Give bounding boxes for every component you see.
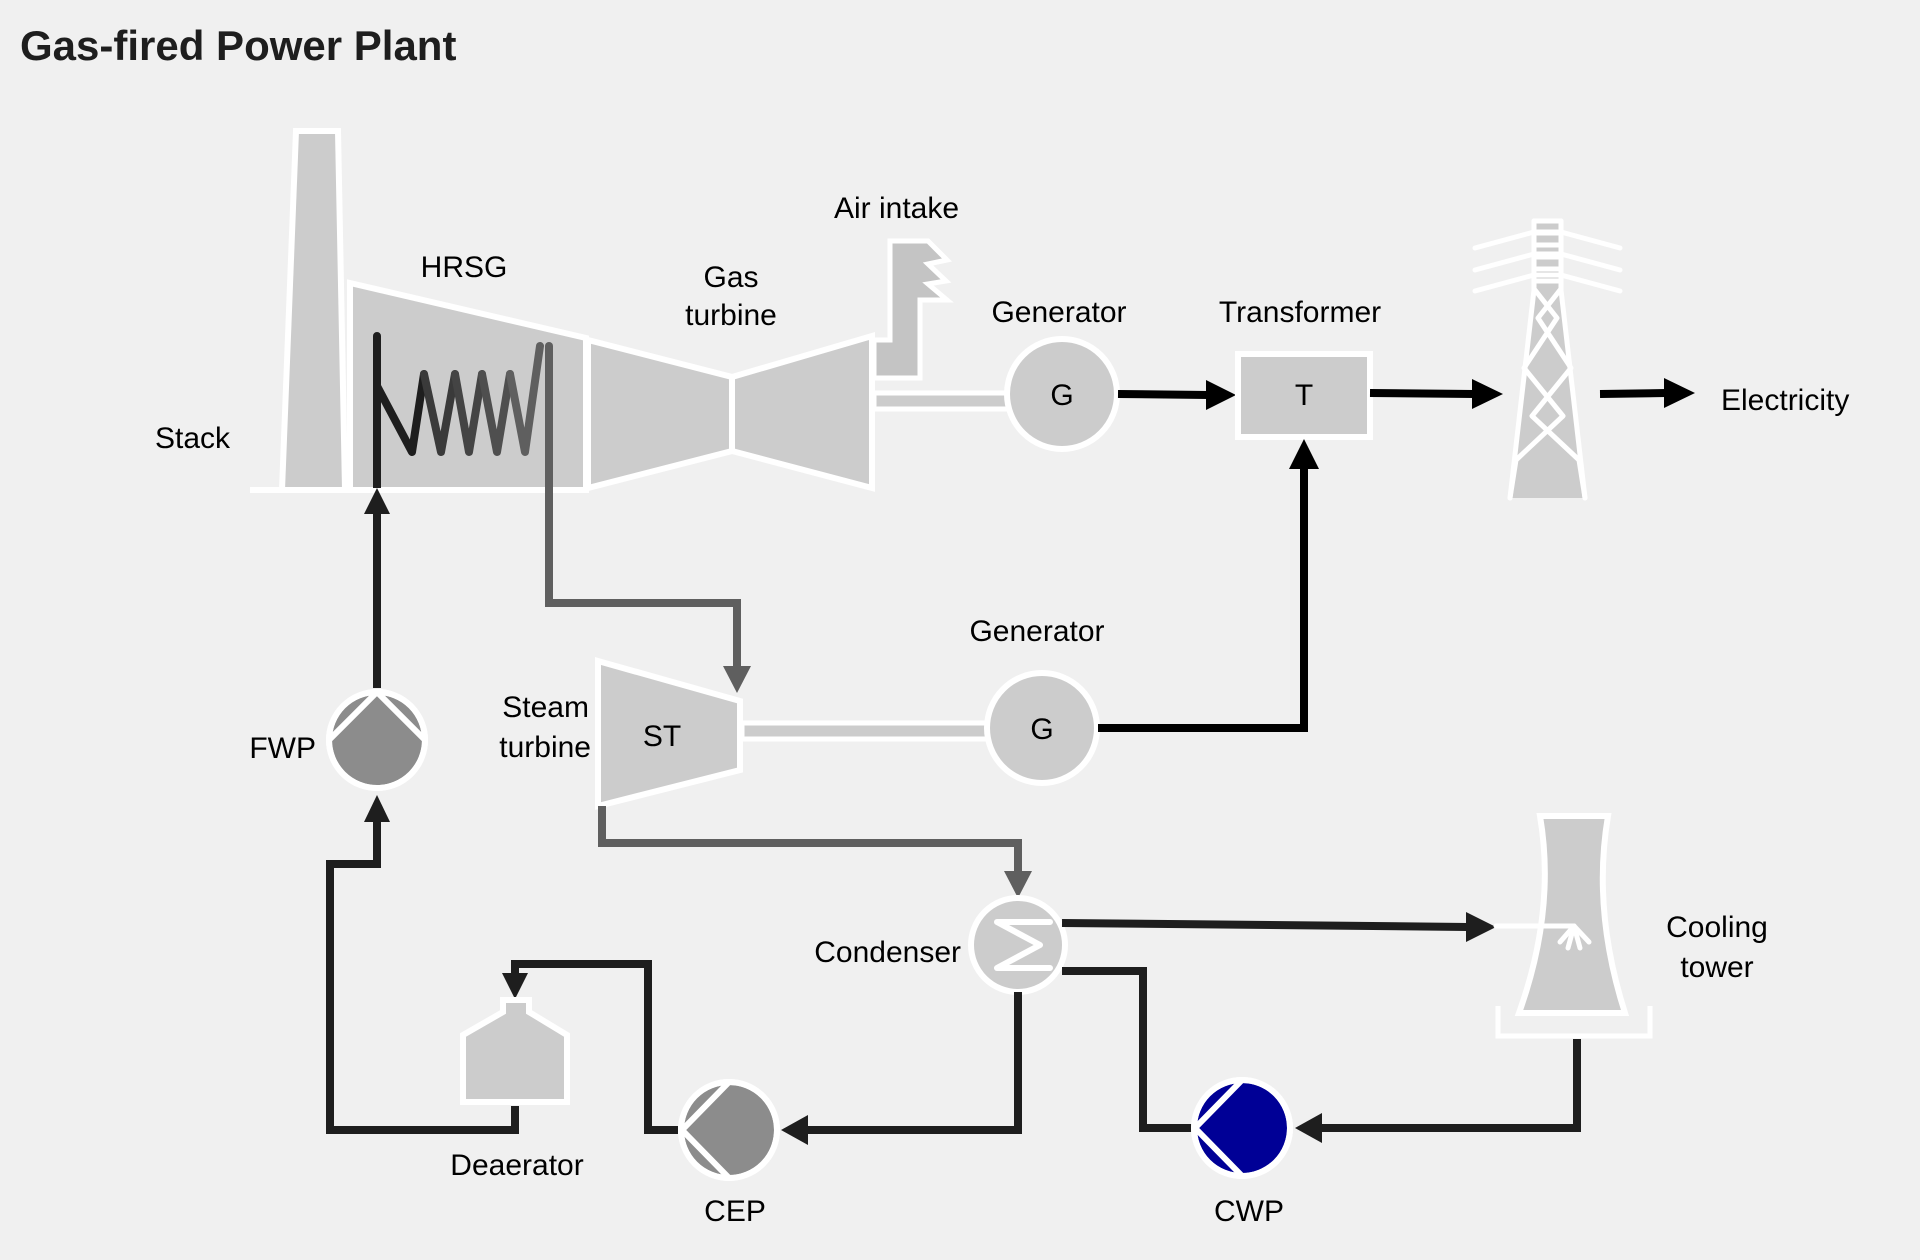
air-intake-label: Air intake	[834, 192, 959, 225]
electric-line-g1-to-transformer	[1117, 380, 1236, 410]
generator-top-label: Generator	[991, 296, 1126, 329]
cooling-tower-label-line2: tower	[1680, 951, 1753, 984]
stack	[250, 128, 350, 493]
condensate-extraction-pump	[678, 1079, 780, 1181]
water-line-condenser-to-cooling-tower	[1061, 912, 1496, 942]
electric-line-g2-to-transformer	[1098, 439, 1319, 732]
transformer: T	[1235, 351, 1373, 440]
electric-line-transformer-to-tower	[1369, 379, 1503, 409]
steam-line-st-to-condenser	[598, 806, 1032, 898]
feed-water-pump	[326, 689, 428, 791]
generator-top: G	[1004, 336, 1120, 452]
condenser-label: Condenser	[814, 936, 961, 969]
gas-turbine-label-line2: turbine	[685, 299, 777, 332]
generator-bottom-symbol: G	[1030, 713, 1053, 746]
stack-label: Stack	[155, 422, 231, 455]
water-line-cwp-to-condenser	[1062, 967, 1192, 1132]
transformer-label: Transformer	[1219, 296, 1381, 329]
water-line-condenser-to-cep	[781, 992, 1022, 1145]
electricity-label: Electricity	[1721, 384, 1849, 417]
cooling-tower-label-line1: Cooling	[1666, 911, 1768, 944]
generator-bottom-label: Generator	[969, 615, 1104, 648]
water-line-cooling-tower-to-cwp	[1295, 1039, 1581, 1143]
transmission-tower-icon	[1472, 218, 1623, 501]
gas-turbine	[585, 331, 875, 492]
steam-turbine-label-line2: turbine	[499, 731, 591, 764]
gas-turbine-shaft	[871, 390, 1013, 412]
steam-line-hrsg-to-st	[545, 346, 751, 693]
cep-label: CEP	[704, 1195, 766, 1228]
air-intake	[871, 238, 954, 381]
hrsg-label: HRSG	[421, 251, 508, 284]
steam-turbine-symbol: ST	[643, 720, 681, 753]
water-line-cep-to-deaerator	[502, 960, 678, 1134]
generator-bottom: G	[984, 670, 1100, 786]
page-title: Gas-fired Power Plant	[20, 22, 456, 69]
transformer-symbol: T	[1295, 379, 1313, 412]
steam-turbine-shaft	[739, 720, 991, 742]
steam-turbine: ST	[595, 657, 743, 810]
cwp-label: CWP	[1214, 1195, 1284, 1228]
deaerator	[460, 997, 570, 1105]
condenser	[968, 895, 1068, 995]
cooling-tower	[1493, 813, 1653, 1039]
generator-top-symbol: G	[1050, 379, 1073, 412]
deaerator-label: Deaerator	[450, 1149, 583, 1182]
fwp-label: FWP	[249, 732, 316, 765]
cooling-water-pump	[1191, 1077, 1293, 1179]
water-line-fwp-to-hrsg	[364, 340, 390, 688]
gas-turbine-label-line1: Gas	[703, 261, 758, 294]
electric-line-to-grid	[1599, 378, 1695, 408]
steam-turbine-label-line1: Steam	[502, 691, 589, 724]
water-line-deaerator-to-fwp	[326, 795, 519, 1134]
